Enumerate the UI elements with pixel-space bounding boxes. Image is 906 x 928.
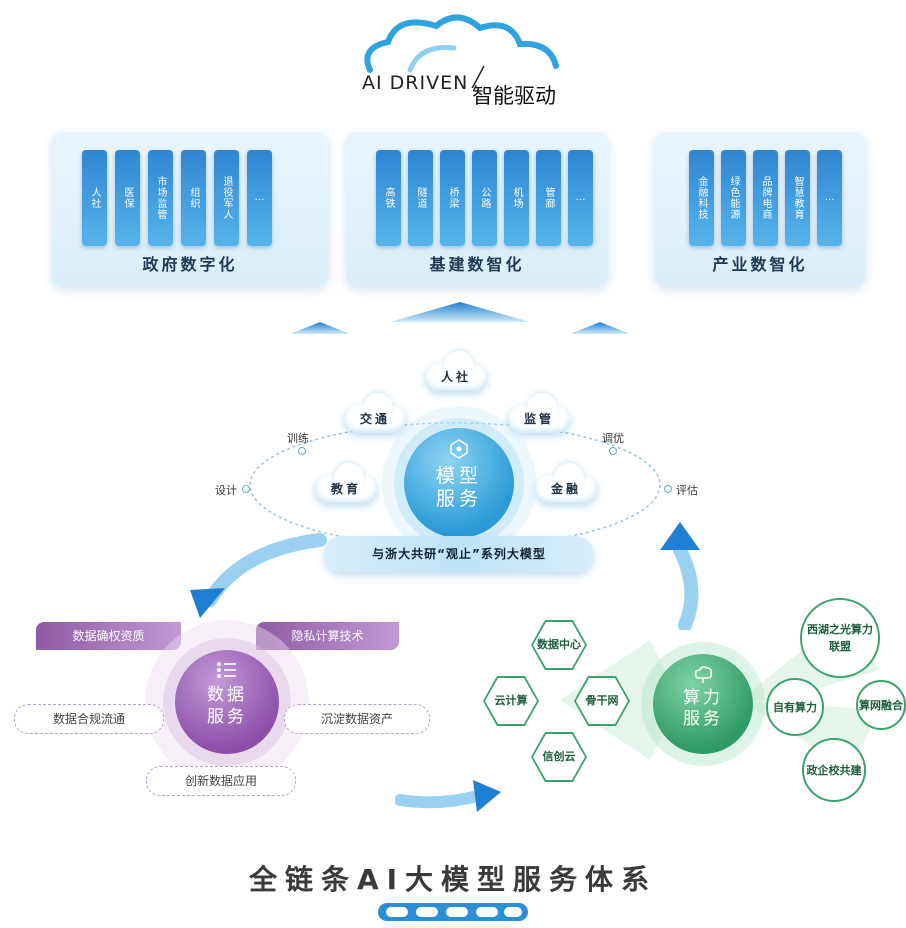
compute-circle-node: 自有算力 [766, 678, 824, 736]
cloud-node: 人社 [425, 351, 487, 391]
column-item: 隧道 [408, 150, 433, 246]
data-service-circle [175, 650, 279, 754]
column-item: 人社 [82, 150, 107, 246]
curve-arrow-right-icon [660, 522, 700, 630]
column-item: 高铁 [376, 150, 401, 246]
panel-industry: 金融科技 绿色能源 品牌电商 智慧教育 … 产业数智化 [655, 132, 865, 285]
column-item: 管廊 [536, 150, 561, 246]
cloud-network-icon [694, 666, 712, 683]
compute-circle-node: 西湖之光算力联盟 [800, 598, 880, 678]
cloud-logo-icon [364, 14, 559, 88]
chain-icon [378, 903, 528, 921]
column-item: 机场 [504, 150, 529, 246]
brand-en: AI DRIVEN [362, 72, 469, 94]
compute-circle-node: 政企校共建 [802, 738, 866, 802]
column-item: 公路 [472, 150, 497, 246]
data-item: 创新数据应用 [146, 766, 296, 796]
data-item: 隐私计算技术 [256, 622, 399, 650]
column-item: 品牌电商 [753, 150, 778, 246]
compute-circle-node: 算网融合 [856, 680, 906, 730]
cycle-dot [298, 447, 306, 455]
up-arrows-icon [290, 302, 630, 334]
cloud-node: 金融 [535, 463, 597, 503]
compute-service-circle [653, 654, 753, 754]
cycle-label: 评估 [676, 484, 698, 497]
panel-government: 人社 医保 市场监管 组织 退役军人 … 政府数字化 [52, 132, 328, 285]
cloud-node: 监管 [508, 393, 570, 433]
column-item: … [568, 150, 593, 246]
column-item: 医保 [115, 150, 140, 246]
panel-title: 基建数智化 [429, 255, 525, 274]
main-title: 全链条AI大模型服务体系 [248, 863, 658, 896]
panel-title: 产业数智化 [712, 255, 808, 274]
brand-cn: 智能驱动 [472, 84, 556, 108]
list-icon [217, 662, 236, 678]
model-service-label: 模型服务 [435, 465, 482, 510]
cycle-dot [664, 485, 672, 493]
column-item: 组织 [181, 150, 206, 246]
model-banner: 与浙大共研“观止”系列大模型 [324, 536, 594, 572]
column-item: 退役军人 [214, 150, 239, 246]
data-item: 数据合规流通 [14, 704, 164, 734]
data-service-label: 数据服务 [207, 685, 247, 727]
data-item: 沉淀数据资产 [284, 704, 430, 734]
compute-service-label: 算力服务 [683, 688, 723, 729]
model-service-circle [404, 428, 514, 538]
curve-arrow-left-icon [190, 533, 327, 618]
cube-network-icon [450, 439, 468, 459]
cycle-label: 调优 [602, 432, 624, 445]
column-item: 桥梁 [440, 150, 465, 246]
data-item: 数据确权资质 [36, 622, 181, 650]
column-item: 智慧教育 [785, 150, 810, 246]
panel-title: 政府数字化 [142, 255, 238, 274]
panel-infrastructure: 高铁 隧道 桥梁 公路 机场 管廊 … 基建数智化 [346, 132, 608, 285]
column-item: 绿色能源 [721, 150, 746, 246]
column-item: 金融科技 [689, 150, 714, 246]
column-item: 市场监管 [148, 150, 173, 246]
cycle-label: 训练 [287, 432, 309, 445]
cycle-label: 设计 [215, 484, 237, 497]
arrow-right-icon [395, 780, 501, 812]
hex-node: 骨干网 [574, 676, 630, 726]
column-item: … [817, 150, 842, 246]
cloud-node: 交通 [344, 393, 406, 433]
cycle-dot [242, 485, 250, 493]
column-item: … [247, 150, 272, 246]
cycle-dot [609, 447, 617, 455]
cloud-node: 教育 [315, 463, 377, 503]
